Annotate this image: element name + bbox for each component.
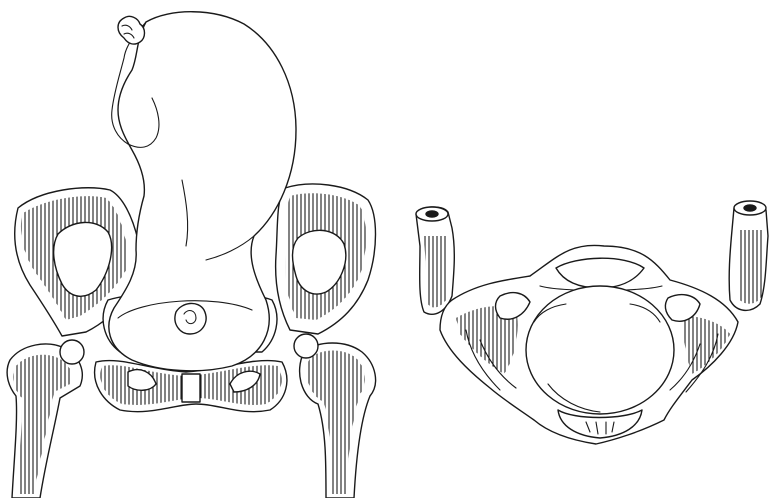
fetal-head [526,286,674,414]
right-femur [294,334,376,498]
left-femur [7,340,84,498]
right-panel-inlet-view [416,201,768,444]
left-panel-fetus-in-pelvis [7,12,375,498]
right-iliac-wing [276,184,376,334]
fetus [109,12,296,371]
left-femur-shaft [416,207,454,314]
right-femur-shaft [729,201,768,310]
